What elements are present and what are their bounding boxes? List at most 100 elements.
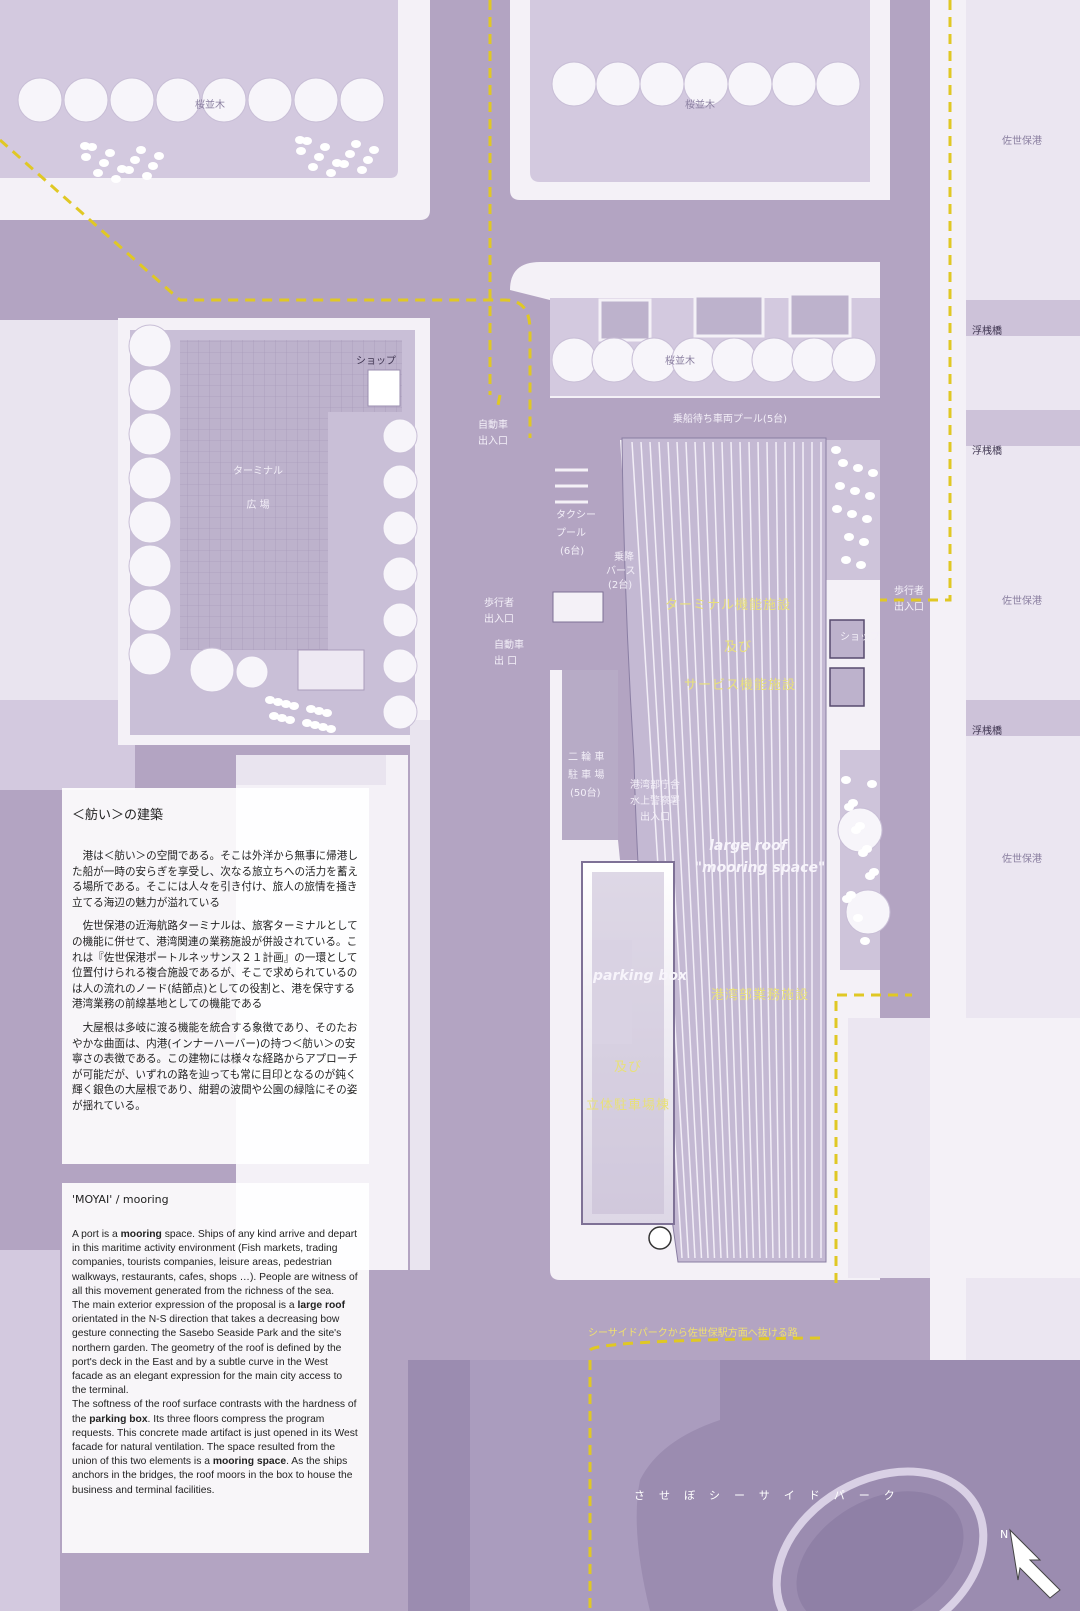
car-pool-label: 乗船待ち車両プール(5台) xyxy=(672,414,788,425)
tree-mark xyxy=(128,412,172,456)
tree-mark xyxy=(382,556,418,592)
shrub-mark xyxy=(314,707,324,715)
tree-mark xyxy=(128,368,172,412)
shrub-mark xyxy=(345,150,355,158)
shrub-mark xyxy=(93,169,103,177)
pier-label: 浮桟橋 xyxy=(972,326,1002,337)
shop-east-label: ショップ xyxy=(840,632,880,643)
shrub-mark xyxy=(835,482,845,490)
tree-mark xyxy=(339,77,385,123)
roof-rib xyxy=(739,441,761,1259)
car-entrance-label: 自動車 xyxy=(478,420,508,431)
shrub-mark xyxy=(862,515,872,523)
shrub-mark xyxy=(124,166,134,174)
shrub-mark xyxy=(130,156,140,164)
pedestrian-entrance-east-label: 歩行者 xyxy=(894,586,924,597)
shrub-mark xyxy=(322,709,332,717)
shrub-mark xyxy=(858,849,868,857)
shrub-mark xyxy=(841,776,851,784)
shrub-mark xyxy=(838,459,848,467)
bike-parking-label: 駐 車 場 xyxy=(568,770,605,781)
concept-paragraph: 佐世保港の近海航路ターミナルは、旅客ターミナルとしての機能に併せて、港湾関連の業… xyxy=(72,920,358,1011)
pedestrian-entrance-label: 出入口 xyxy=(484,614,514,625)
tree-mark xyxy=(17,77,63,123)
shrub-mark xyxy=(853,464,863,472)
tree-mark xyxy=(128,544,172,588)
terminal-facility-label: ターミナル機能施設 xyxy=(664,598,792,613)
tree-mark xyxy=(155,77,201,123)
tree-mark xyxy=(201,77,247,123)
port-label: 佐世保港 xyxy=(1002,136,1042,147)
shrub-mark xyxy=(847,510,857,518)
shrub-mark xyxy=(844,533,854,541)
boarding-berth-label: 乗降 xyxy=(614,552,634,563)
tree-mark xyxy=(551,337,597,383)
shrub-mark xyxy=(308,163,318,171)
roof-rib xyxy=(703,441,735,1259)
shrub-mark xyxy=(111,175,121,183)
public-facility-label: 港湾部業務施設 xyxy=(710,988,810,1003)
pedestrian-entrance-east-label: 出入口 xyxy=(894,602,924,613)
tree-mark xyxy=(711,337,757,383)
concept-paragraph-english: The softness of the roof surface contras… xyxy=(72,1399,358,1496)
port-label: 佐世保港 xyxy=(1002,854,1042,865)
tree-mark xyxy=(382,510,418,546)
shrub-mark xyxy=(859,538,869,546)
roof-rib xyxy=(757,441,774,1259)
parking-box-label: parking box xyxy=(592,968,688,984)
shrub-mark xyxy=(865,492,875,500)
shrub-mark xyxy=(868,469,878,477)
north-arrow-label: N xyxy=(1000,1528,1009,1541)
shrub-mark xyxy=(277,714,287,722)
tree-mark xyxy=(382,418,418,454)
tree-mark xyxy=(109,77,155,123)
terminal-site xyxy=(510,262,880,1280)
car-entrance-label: 出入口 xyxy=(478,436,508,447)
tree-mark xyxy=(727,61,773,107)
shrub-mark xyxy=(363,156,373,164)
shrub-mark xyxy=(105,149,115,157)
shrub-mark xyxy=(841,556,851,564)
shrub-mark xyxy=(318,723,328,731)
street-trees-label: 桜並木 xyxy=(685,100,715,111)
shrub-mark xyxy=(265,696,275,704)
tree-mark xyxy=(845,889,891,935)
tree-mark xyxy=(639,61,685,107)
shrub-mark xyxy=(285,716,295,724)
tree-mark xyxy=(551,61,597,107)
shrub-mark xyxy=(831,446,841,454)
car-exit-label: 自動車 xyxy=(494,640,524,651)
roof-rib xyxy=(721,441,748,1259)
shrub-mark xyxy=(842,895,852,903)
tree-mark xyxy=(591,337,637,383)
shrub-mark xyxy=(302,137,312,145)
shrub-mark xyxy=(856,561,866,569)
roof-rib xyxy=(667,441,709,1259)
large-roof-label: "mooring space" xyxy=(694,860,826,876)
roof-rib xyxy=(676,441,716,1259)
tree-mark xyxy=(771,61,817,107)
shrub-mark xyxy=(860,937,870,945)
shrub-mark xyxy=(269,712,279,720)
boarding-berth-label: バース xyxy=(606,566,636,577)
shrub-mark xyxy=(306,705,316,713)
pedestrian-entrance-label: 歩行者 xyxy=(484,598,514,609)
tree-mark xyxy=(128,632,172,676)
tree-mark xyxy=(128,324,172,368)
bike-parking-label: (50台) xyxy=(570,788,601,799)
tree-mark xyxy=(751,337,797,383)
shrub-mark xyxy=(326,725,336,733)
roof-rib xyxy=(685,441,722,1259)
roof-rib xyxy=(712,441,742,1259)
shrub-mark xyxy=(326,169,336,177)
shrub-mark xyxy=(87,143,97,151)
terminal-facility-label: 及び xyxy=(723,640,753,655)
roof-rib xyxy=(649,441,696,1259)
tree-mark xyxy=(831,337,877,383)
shrub-mark xyxy=(351,140,361,148)
street-trees-label: 桜並木 xyxy=(195,100,225,111)
shrub-mark xyxy=(320,143,330,151)
shrub-mark xyxy=(154,152,164,160)
public-facility-label: 及び xyxy=(613,1060,643,1075)
